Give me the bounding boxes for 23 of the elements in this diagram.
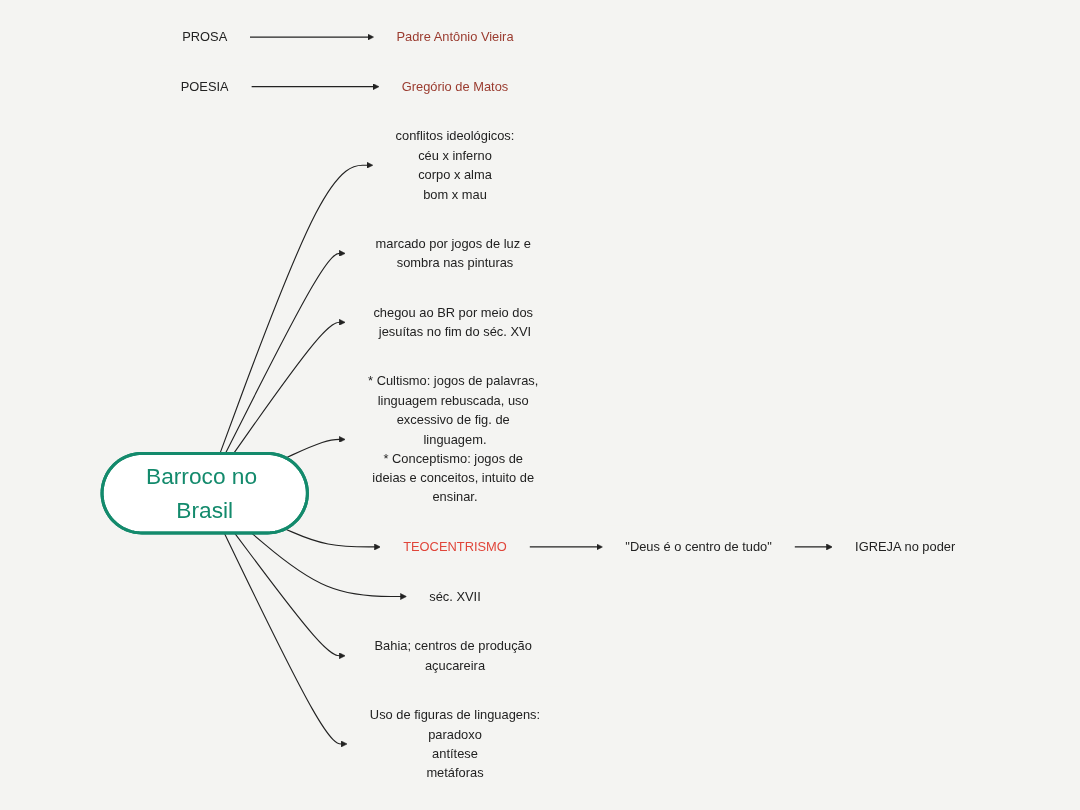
arrow bbox=[285, 528, 381, 551]
node-text: * Cultismo: jogos de palavras, linguagem rebuscada, uso excessivo de fig. de linguagem. * Conceptismo: jogos de ideias e conceitos, intuito de ensinar. bbox=[368, 374, 539, 505]
node-text: Uso de figuras de linguagens: paradoxo antítese metáforas bbox=[369, 707, 541, 780]
node-text: Bahia; centros de produção açucareira bbox=[374, 638, 532, 673]
node-text: Padre Antônio Vieira bbox=[396, 29, 514, 45]
arrow bbox=[251, 532, 407, 600]
node-text: TEOCENTRISMO bbox=[403, 539, 507, 554]
arrow bbox=[249, 33, 374, 41]
arrow bbox=[250, 83, 380, 90]
node-text: marcado por jogos de luz e sombra nas pinturas bbox=[375, 236, 531, 271]
node-text: Gregório de Matos bbox=[401, 79, 509, 94]
arrow bbox=[223, 532, 348, 748]
arrow bbox=[285, 436, 346, 459]
node-text: "Deus é o centro de tudo" bbox=[625, 539, 772, 554]
node-text: POESIA bbox=[180, 79, 229, 94]
arrow bbox=[234, 532, 346, 660]
arrow bbox=[528, 543, 603, 551]
node-text: séc. XVII bbox=[429, 589, 481, 604]
node-text: IGREJA no poder bbox=[855, 539, 956, 554]
node-text: chegou ao BR por meio dos jesuítas no fim do séc. XVI bbox=[373, 305, 533, 339]
node-text: PROSA bbox=[182, 29, 228, 45]
arrow bbox=[793, 543, 833, 551]
node-text: conflitos ideológicos: céu x inferno corpo x alma bom x mau bbox=[395, 128, 515, 202]
